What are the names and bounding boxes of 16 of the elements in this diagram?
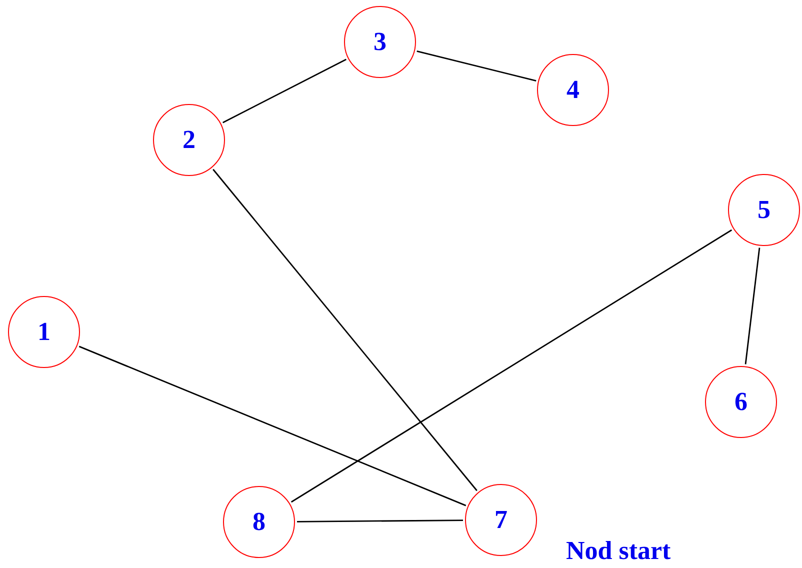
connector-line (78, 346, 466, 506)
node-caption: Nod start (566, 538, 671, 564)
node-label: 1 (38, 319, 50, 345)
node-label: 4 (566, 77, 580, 103)
node-label: 3 (374, 29, 386, 55)
connector-line (744, 248, 760, 364)
connector-line (416, 50, 536, 82)
connector-line (212, 168, 478, 492)
node-label: 7 (494, 507, 508, 533)
node-label: 5 (758, 197, 770, 223)
node-label: 6 (734, 389, 748, 415)
node-label: 2 (182, 127, 196, 153)
connector-line (290, 229, 732, 503)
node-label: 8 (252, 509, 266, 535)
connector-line (297, 520, 463, 522)
connector-line (222, 58, 347, 124)
